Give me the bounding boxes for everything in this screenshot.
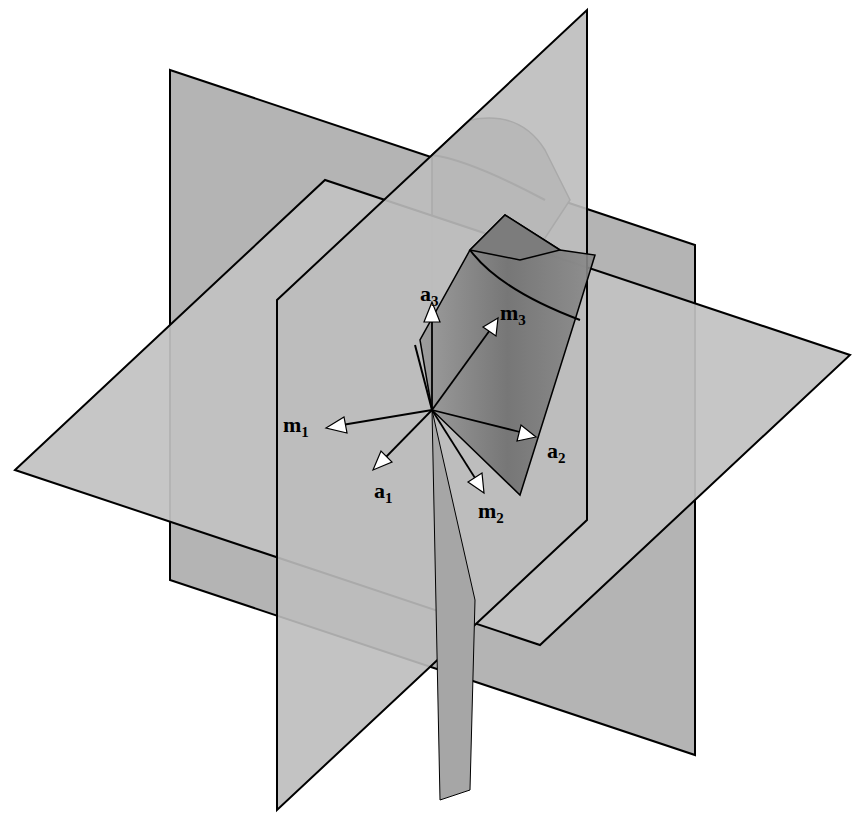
vector-lines — [342, 318, 520, 478]
wedge-cone — [420, 215, 595, 495]
vector-label: m1 — [283, 414, 309, 436]
vector-label: a2 — [547, 440, 566, 462]
edge-line — [415, 345, 432, 410]
vector-label: a1 — [374, 480, 393, 502]
vector-label: a3 — [420, 283, 439, 305]
cone-arc — [470, 250, 580, 320]
vector-label: m2 — [478, 500, 504, 522]
wedge-surface — [432, 410, 475, 800]
vector-label: m3 — [500, 302, 526, 324]
arrowheads — [326, 302, 536, 493]
wedge-face — [470, 215, 560, 260]
